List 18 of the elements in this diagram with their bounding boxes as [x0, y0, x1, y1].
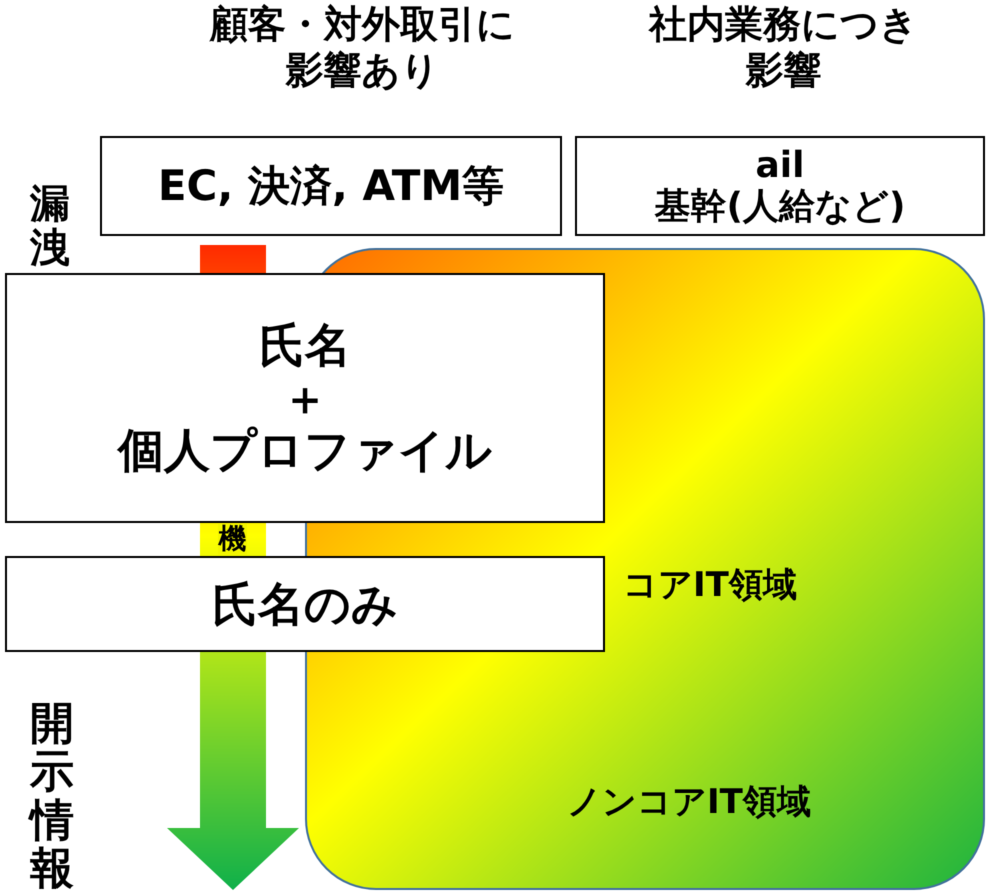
box-text: ail: [756, 144, 804, 186]
text-box: [575, 136, 985, 236]
box-text: 氏名のみ: [212, 578, 398, 630]
column-heading: 顧客・対外取引に影響あり: [208, 2, 516, 94]
text-box: [5, 273, 605, 523]
box-text: 基幹(人給など): [654, 186, 906, 228]
vertical-label: 機: [218, 524, 248, 555]
region-label: コアIT領域: [623, 566, 797, 606]
region-label: ノンコアIT領域: [567, 783, 811, 822]
box-text: EC, 決済, ATM等: [158, 162, 504, 210]
column-heading: 社内業務につき影響: [647, 2, 920, 94]
box-text: ＋: [282, 372, 328, 424]
text-box: [100, 136, 562, 236]
text-box: [5, 556, 605, 652]
box-text: 個人プロファイル: [118, 424, 492, 478]
vertical-label: 漏洩: [29, 182, 71, 270]
box-text: 氏名: [259, 318, 351, 372]
vertical-label: 開示情報: [29, 700, 76, 893]
